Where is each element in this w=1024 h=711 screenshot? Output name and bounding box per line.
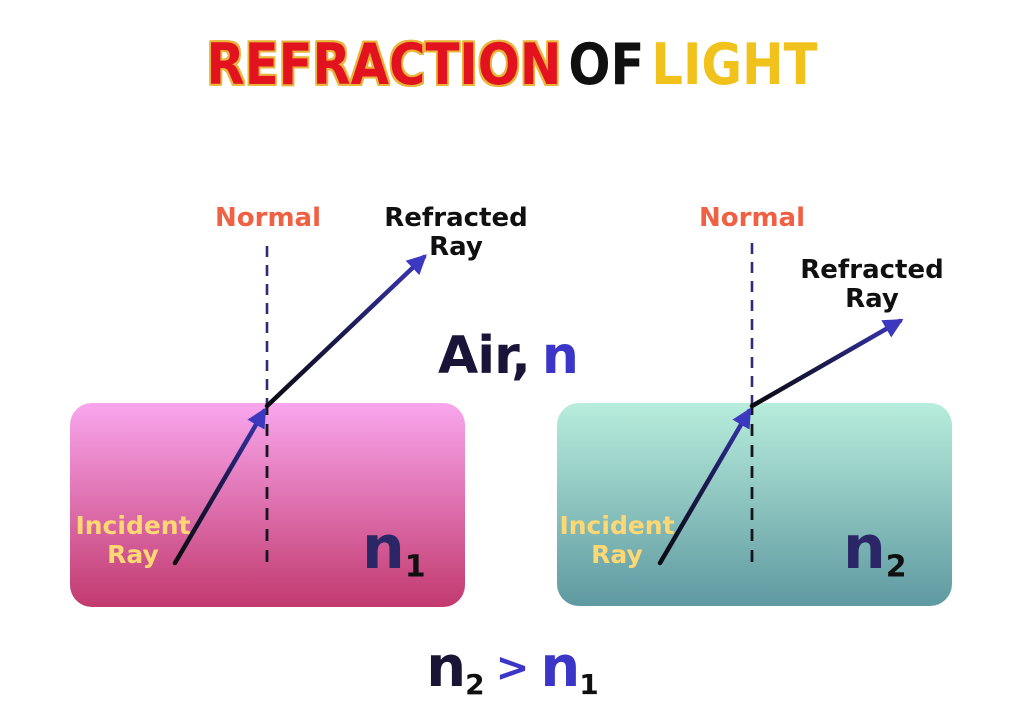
conclusion-rhs-subscript: 1 [579,667,599,701]
conclusion-lhs-subscript: 2 [465,667,485,701]
medium-index-n2: n2 [843,518,907,582]
conclusion-formula: n2>n1 [0,640,1024,699]
incident-ray-left-arrow [172,407,267,566]
medium-box-n1 [70,403,465,607]
air-index-symbol: n [541,326,579,386]
title-word-of: OF [568,32,645,98]
title-word-light: LIGHT [651,32,818,98]
air-region-label: Air,n [438,326,579,386]
refracted-label-right-line1: Refracted [800,255,944,285]
normal-label-right: Normal [699,203,805,233]
incident-label-left-line1: Incident [75,511,191,540]
n1-subscript: 1 [404,549,426,585]
refracted-ray-label-left: Refracted Ray [380,204,532,262]
conclusion-rhs-base: n [540,635,580,700]
incident-ray-label-left: Incident Ray [69,511,197,569]
medium-index-n1: n1 [362,518,426,582]
conclusion-lhs-base: n [426,635,466,700]
greater-than-operator: > [495,644,530,692]
n2-subscript: 2 [885,549,907,585]
medium-box-n2 [557,403,952,606]
normal-label-left: Normal [215,203,321,233]
incident-label-right-line1: Incident [559,511,675,540]
air-word: Air, [438,326,531,386]
refracted-label-right-line2: Ray [845,284,899,314]
refracted-ray-label-right: Refracted Ray [794,256,950,314]
refracted-ray-right-arrow [749,318,904,409]
refracted-label-left-line1: Refracted [384,203,528,233]
n1-base: n [362,513,405,583]
refracted-ray-left-arrow [264,254,427,409]
n2-base: n [843,513,886,583]
incident-ray-label-right: Incident Ray [553,511,681,569]
refracted-label-left-line2: Ray [429,232,483,262]
incident-label-right-line2: Ray [591,540,643,569]
incident-ray-right-arrow [657,407,752,566]
title-word-refraction: REFRACTION [206,32,562,98]
incident-label-left-line2: Ray [107,540,159,569]
